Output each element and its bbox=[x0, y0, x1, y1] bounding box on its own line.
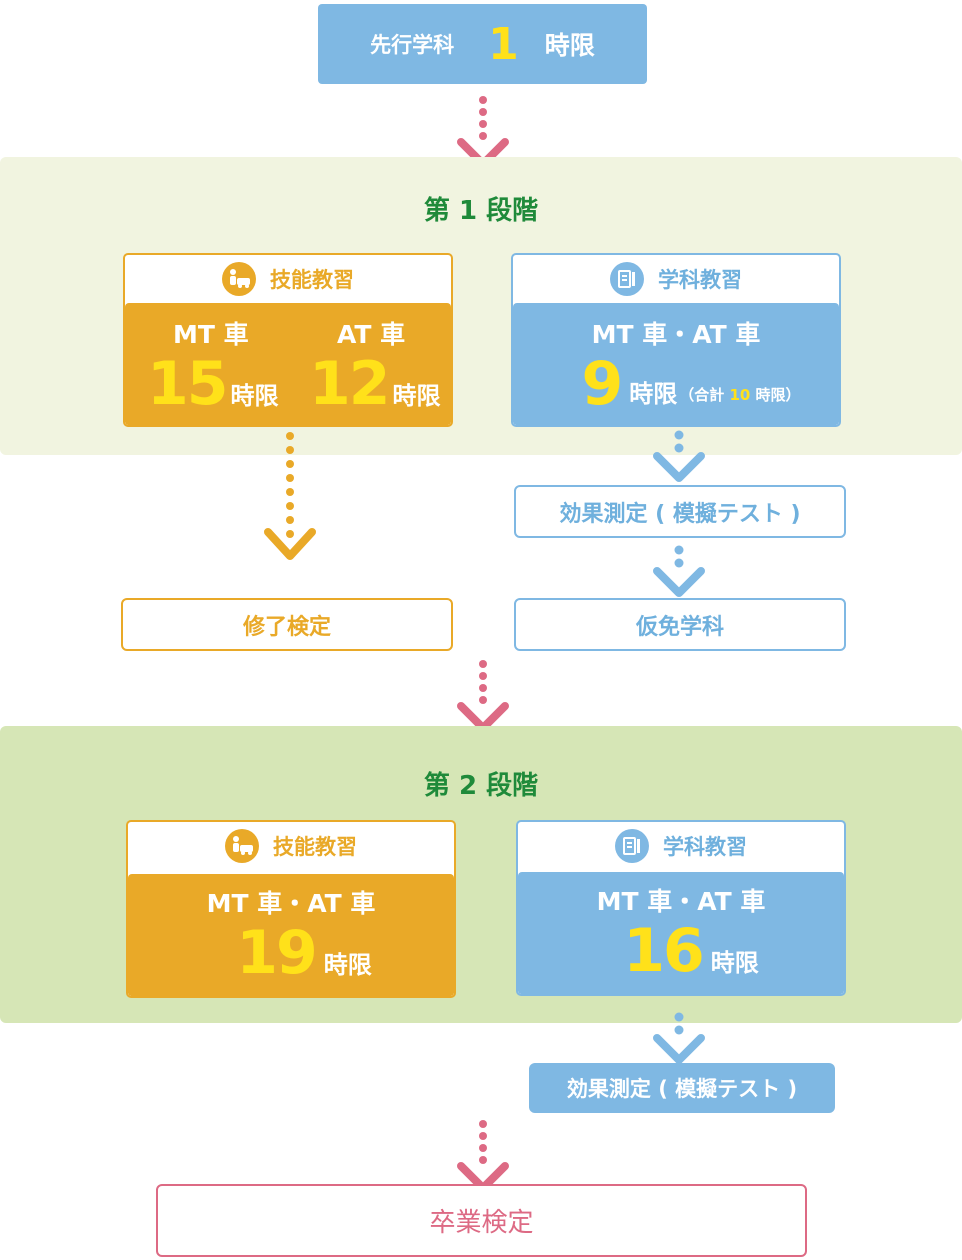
stage-2-practical-heading: 技能教習 bbox=[273, 835, 357, 859]
textbook-icon bbox=[615, 829, 649, 863]
note-suffix: 時限） bbox=[750, 386, 801, 404]
textbook-icon bbox=[610, 262, 644, 296]
instructor-car-icon bbox=[225, 829, 259, 863]
stage-2-practical-body: MT 車・AT 車 19 時限 bbox=[128, 874, 454, 996]
blue-arrow-1 bbox=[653, 430, 705, 482]
mt-hours: 15 bbox=[147, 349, 228, 419]
stage-1-theory-card: 学科教習 MT 車・AT 車 9 時限 （合計 10 時限） bbox=[511, 253, 841, 427]
stage-1-theory-body: MT 車・AT 車 9 時限 （合計 10 時限） bbox=[513, 303, 839, 425]
pre-theory-unit: 時限 bbox=[544, 31, 595, 60]
stage-2-theory-unit: 時限 bbox=[710, 949, 759, 977]
stage-1-theory-note: （合計 10 時限） bbox=[679, 384, 800, 405]
pink-arrow-2 bbox=[457, 660, 509, 732]
at-unit: 時限 bbox=[392, 382, 441, 410]
provisional-theory-box: 仮免学科 bbox=[514, 598, 846, 651]
stage-2-practical-unit: 時限 bbox=[323, 951, 372, 979]
blue-arrow-3 bbox=[653, 1012, 705, 1064]
mt-unit: 時限 bbox=[230, 382, 279, 410]
pre-theory-label: 先行学科 bbox=[370, 33, 455, 57]
stage-2-practical-card: 技能教習 MT 車・AT 車 19 時限 bbox=[126, 820, 456, 998]
at-hours: 12 bbox=[309, 349, 390, 419]
stage-2-practical-header: 技能教習 bbox=[128, 822, 454, 870]
stage-2-theory-heading: 学科教習 bbox=[663, 835, 747, 859]
stage-1-theory-vehicle: MT 車・AT 車 bbox=[591, 320, 761, 349]
mt-label: MT 車 bbox=[173, 320, 249, 349]
pre-theory-box: 先行学科 1 時限 bbox=[318, 4, 647, 84]
stage-1-practical-card: 技能教習 MT 車 AT 車 15 時限 12 時限 bbox=[123, 253, 453, 427]
stage-2-theory-hours: 16 bbox=[623, 916, 704, 986]
stage-2-mock-test: 効果測定 ( 模擬テスト ) bbox=[529, 1063, 835, 1113]
stage-1-title: 第 1 段階 bbox=[423, 196, 539, 226]
note-total-hours: 10 bbox=[729, 386, 751, 404]
stage-1-practical-body: MT 車 AT 車 15 時限 12 時限 bbox=[125, 303, 451, 425]
stage-1-theory-header: 学科教習 bbox=[513, 255, 839, 303]
stage-1-theory-heading: 学科教習 bbox=[658, 268, 742, 292]
stage-2-title: 第 2 段階 bbox=[423, 771, 539, 801]
stage-1-theory-unit: 時限 bbox=[629, 380, 678, 408]
stage-2-theory-header: 学科教習 bbox=[518, 822, 844, 870]
orange-arrow bbox=[264, 432, 316, 560]
pre-theory-hours: 1 bbox=[488, 18, 519, 70]
at-label: AT 車 bbox=[337, 320, 406, 349]
stage-2-theory-card: 学科教習 MT 車・AT 車 16 時限 bbox=[516, 820, 846, 996]
stage-2-practical-hours: 19 bbox=[236, 918, 317, 988]
stage-1-mock-test: 効果測定 ( 模擬テスト ) bbox=[514, 485, 846, 538]
stage-1-practical-heading: 技能教習 bbox=[270, 268, 354, 292]
stage-2-theory-vehicle: MT 車・AT 車 bbox=[596, 887, 766, 916]
stage-2-theory-body: MT 車・AT 車 16 時限 bbox=[518, 872, 844, 994]
stage-1-practical-header: 技能教習 bbox=[125, 255, 451, 303]
instructor-car-icon bbox=[222, 262, 256, 296]
blue-arrow-2 bbox=[653, 545, 705, 597]
completion-exam-box: 修了検定 bbox=[121, 598, 453, 651]
stage-1-theory-hours: 9 bbox=[581, 349, 623, 419]
graduation-exam-box: 卒業検定 bbox=[156, 1184, 807, 1257]
stage-2-practical-vehicle: MT 車・AT 車 bbox=[206, 889, 376, 918]
note-prefix: （合計 bbox=[679, 386, 730, 404]
